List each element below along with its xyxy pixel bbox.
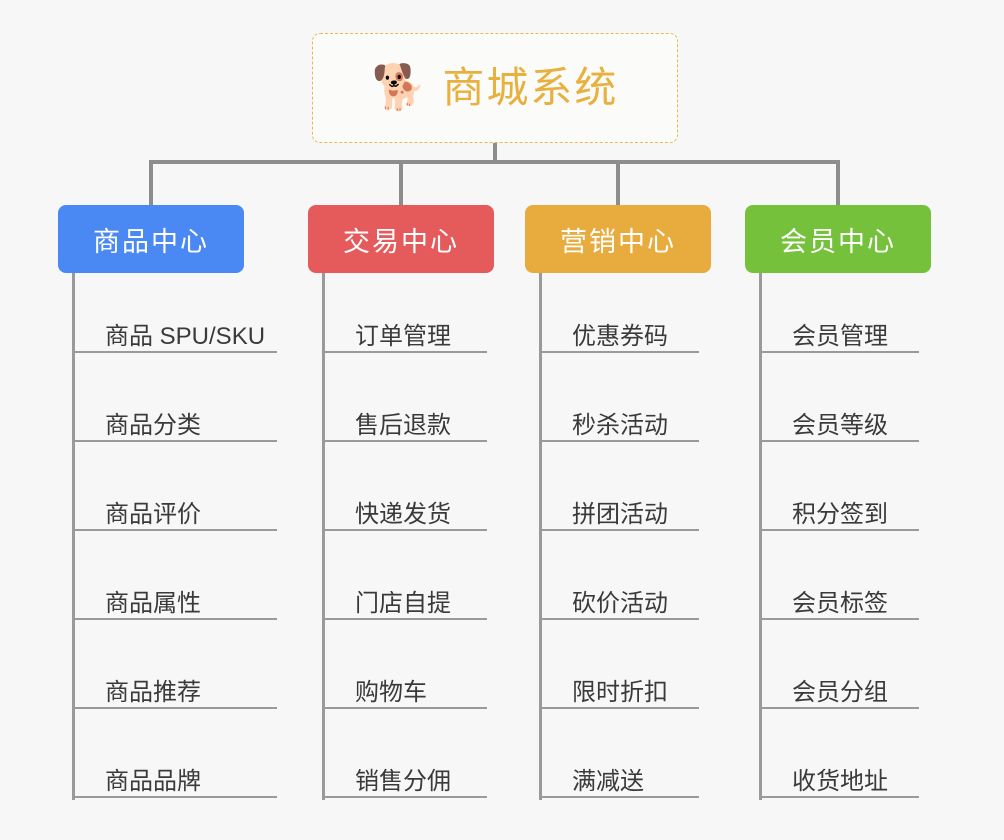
list-item-label: 商品评价 [105,500,201,528]
list-item-label: 购物车 [355,678,427,706]
list-item-label: 商品推荐 [105,678,201,706]
list-item-label: 积分签到 [792,500,888,528]
list-item-label: 商品属性 [105,589,201,617]
list-item-label: 订单管理 [355,322,451,350]
category-box-trade-center[interactable]: 交易中心 [308,205,494,273]
list-item-label: 商品分类 [105,411,201,439]
list-item-label: 砍价活动 [572,589,668,617]
connector-drop-product-center [149,160,153,205]
connector-drop-member-center [836,160,840,205]
category-box-marketing-center[interactable]: 营销中心 [525,205,711,273]
list-item-label: 优惠券码 [572,322,668,350]
list-item[interactable]: 商品评价 [72,485,277,531]
list-item[interactable]: 商品品牌 [72,752,277,798]
list-item[interactable]: 商品推荐 [72,663,277,709]
list-item[interactable]: 售后退款 [322,396,487,442]
list-item[interactable]: 销售分佣 [322,752,487,798]
list-item-label: 会员分组 [792,678,888,706]
list-item-label: 商品 SPU/SKU [105,322,266,350]
list-item[interactable]: 积分签到 [759,485,919,531]
connector-drop-trade-center [399,160,403,205]
shiba-dog-icon: 🐕 [371,63,427,112]
list-item-label: 门店自提 [355,589,451,617]
category-label-product-center: 商品中心 [93,226,209,257]
list-item[interactable]: 优惠券码 [539,307,699,353]
list-item-label: 会员管理 [792,322,888,350]
list-item-label: 收货地址 [792,767,888,795]
list-item[interactable]: 会员标签 [759,574,919,620]
list-item-label: 售后退款 [355,411,451,439]
category-label-marketing-center: 营销中心 [560,226,676,257]
list-item-label: 限时折扣 [572,678,668,706]
list-item[interactable]: 限时折扣 [539,663,699,709]
list-item[interactable]: 快递发货 [322,485,487,531]
list-item[interactable]: 砍价活动 [539,574,699,620]
list-item[interactable]: 订单管理 [322,307,487,353]
column-spine-member-center [759,273,762,800]
column-spine-product-center [72,273,75,800]
list-item[interactable]: 门店自提 [322,574,487,620]
list-item-label: 会员等级 [792,411,888,439]
list-item[interactable]: 拼团活动 [539,485,699,531]
list-item[interactable]: 满减送 [539,752,699,798]
connector-horizontal-bar [149,160,840,164]
list-item[interactable]: 商品 SPU/SKU [72,307,277,353]
list-item[interactable]: 会员分组 [759,663,919,709]
list-item-label: 会员标签 [792,589,888,617]
root-node-商城系统[interactable]: 🐕 商城系统 [312,33,678,143]
list-item-label: 秒杀活动 [572,411,668,439]
list-item-label: 快递发货 [355,500,451,528]
category-box-member-center[interactable]: 会员中心 [745,205,931,273]
category-label-trade-center: 交易中心 [343,226,459,257]
list-item[interactable]: 秒杀活动 [539,396,699,442]
list-item[interactable]: 商品属性 [72,574,277,620]
connector-root-stem [493,143,497,164]
list-item-label: 满减送 [572,767,644,795]
column-spine-trade-center [322,273,325,800]
list-item[interactable]: 商品分类 [72,396,277,442]
list-item[interactable]: 收货地址 [759,752,919,798]
list-item[interactable]: 会员管理 [759,307,919,353]
column-spine-marketing-center [539,273,542,800]
list-item-label: 销售分佣 [355,767,451,795]
connector-drop-marketing-center [616,160,620,205]
list-item[interactable]: 购物车 [322,663,487,709]
list-item-label: 拼团活动 [572,500,668,528]
category-box-product-center[interactable]: 商品中心 [58,205,244,273]
list-item-label: 商品品牌 [105,767,201,795]
root-title: 商城系统 [442,64,619,111]
list-item[interactable]: 会员等级 [759,396,919,442]
category-label-member-center: 会员中心 [780,226,896,257]
